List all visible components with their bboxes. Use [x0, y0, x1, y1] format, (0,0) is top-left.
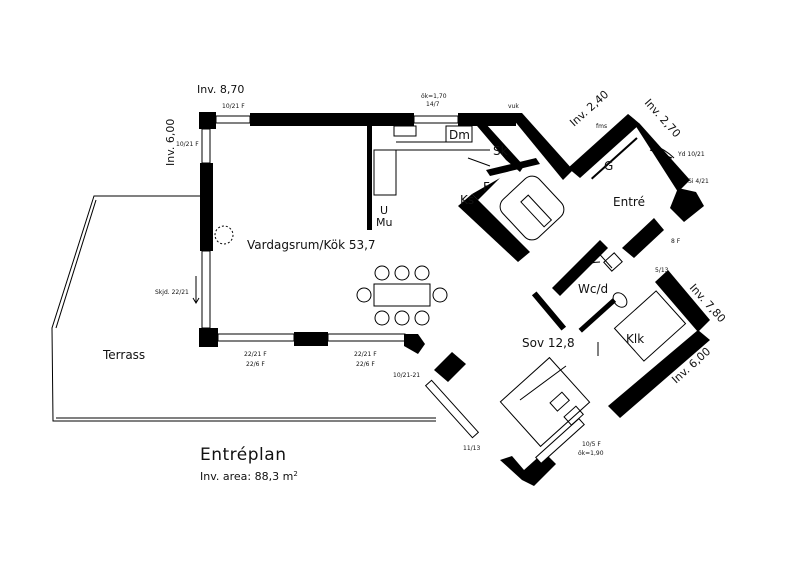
- wall-core-f: [472, 172, 506, 200]
- dim-inv-870: Inv. 8,70: [197, 83, 244, 96]
- code-1021-21: 10/21-21: [393, 372, 420, 379]
- room-label-wc: Wc/d: [578, 282, 608, 296]
- code-1021f-left: 10/21 F: [176, 141, 199, 148]
- room-label-closet: Klk: [626, 332, 644, 346]
- code-yd: Yd 10/21: [677, 151, 705, 158]
- wall-bottom-mid: [294, 332, 328, 346]
- wall-top-left-corner: [199, 112, 216, 129]
- code-si: Si 4/21: [688, 178, 709, 185]
- dishwasher-box: [445, 125, 473, 143]
- plan-area: Inv. area: 88,3 m2: [200, 470, 298, 483]
- sliding-door-arrowhead: [192, 297, 200, 304]
- wall-bottom-left-corner: [199, 328, 218, 347]
- window-left-upper: [201, 128, 211, 164]
- room-label-living: Vardagsrum/Kök 53,7: [247, 238, 376, 252]
- room-label-terrace: Terrass: [102, 348, 145, 362]
- window-bed-bottom: [535, 417, 585, 465]
- code-105f: 10/5 F: [582, 441, 601, 448]
- code-1113: 11/13: [463, 445, 480, 452]
- shower-tray: [520, 194, 553, 228]
- window-bottom-left: [217, 333, 295, 342]
- wall-core-mid: [486, 158, 540, 176]
- code-ok-170: ök=1,70: [421, 93, 447, 100]
- code-skjd: Skjd. 22/21: [155, 289, 189, 296]
- room-label-ks: Ks: [460, 193, 474, 207]
- wall-top-right: [458, 113, 516, 126]
- sliding-door-left: [201, 250, 211, 329]
- terrace-outline-inner: [55, 199, 97, 329]
- code-2221f-b: 22/21 F: [354, 351, 377, 358]
- wall-entry-corner: [670, 188, 704, 222]
- wall-bottom-right-corner: [404, 334, 425, 354]
- stove-symbol: [214, 225, 234, 245]
- wall-bed-right-lower: [608, 330, 710, 418]
- wc-door-arc: [565, 261, 601, 285]
- room-label-dm: Dm: [449, 128, 470, 142]
- room-label-u: U: [380, 204, 388, 217]
- wall-klk: [578, 298, 617, 333]
- terrace-outline: [51, 195, 436, 422]
- wc-toilet: [612, 292, 628, 308]
- window-top-left: [215, 115, 251, 124]
- code-1021f-top: 10/21 F: [222, 103, 245, 110]
- wall-left: [200, 163, 213, 251]
- room-label-bedroom: Sov 12,8: [522, 336, 575, 350]
- room-label-g: G: [604, 159, 613, 173]
- code-vuk: vuk: [508, 103, 519, 110]
- plan-area-text: Inv. area: 88,3 m: [200, 470, 293, 483]
- wall-diagonal-inner: [466, 113, 524, 172]
- wall-top: [250, 113, 414, 126]
- wall-entry-bottom: [622, 218, 664, 258]
- wall-partition-living: [367, 126, 372, 230]
- code-fms: fms: [596, 123, 607, 130]
- room-label-entry: Entré: [613, 195, 645, 209]
- room-label-sk: Sk: [493, 144, 508, 158]
- shower-outline: [499, 175, 565, 241]
- plan-area-unit: 2: [293, 470, 297, 478]
- window-top-kitchen: [413, 115, 459, 124]
- code-147: 14/7: [426, 101, 440, 108]
- wall-core-left: [458, 194, 530, 262]
- bed-pillow-1: [549, 391, 570, 412]
- wall-wc-left: [531, 291, 567, 331]
- door-swing-kitchen: [467, 157, 491, 167]
- bed: [499, 356, 591, 448]
- code-513: 5/13: [655, 267, 669, 274]
- dining-chairs: [356, 265, 448, 326]
- room-label-mu: Mu: [376, 216, 392, 229]
- wc-sink: [603, 252, 623, 272]
- code-226f-a: 22/6 F: [246, 361, 265, 368]
- code-2221f-a: 22/21 F: [244, 351, 267, 358]
- counter-box: [393, 125, 417, 137]
- entry-door-swing: [649, 149, 673, 159]
- door-swing-entry: [593, 247, 613, 269]
- wall-bed-right: [655, 270, 710, 332]
- kitchen-counter: [373, 149, 397, 196]
- code-ok-190: ök=1,90: [578, 450, 604, 457]
- entry-g-line: [590, 137, 638, 180]
- window-bed-left: [424, 379, 480, 439]
- code-226f-b: 22/6 F: [356, 361, 375, 368]
- dining-table: [373, 283, 431, 307]
- closet-outline: [613, 290, 687, 362]
- entry-door-arc: [651, 143, 675, 159]
- room-label-f: F: [483, 180, 490, 194]
- bed-pillow-2: [563, 405, 584, 426]
- wall-bed-left: [434, 352, 466, 382]
- window-bottom-right: [327, 333, 406, 342]
- bed-line: [519, 365, 567, 401]
- wall-diagonal-ne: [508, 113, 573, 180]
- dim-inv-600-left: Inv. 6,00: [164, 119, 177, 166]
- plan-title: Entréplan: [200, 445, 286, 465]
- code-8f: 8 F: [671, 238, 681, 245]
- wall-entry-top: [568, 114, 640, 178]
